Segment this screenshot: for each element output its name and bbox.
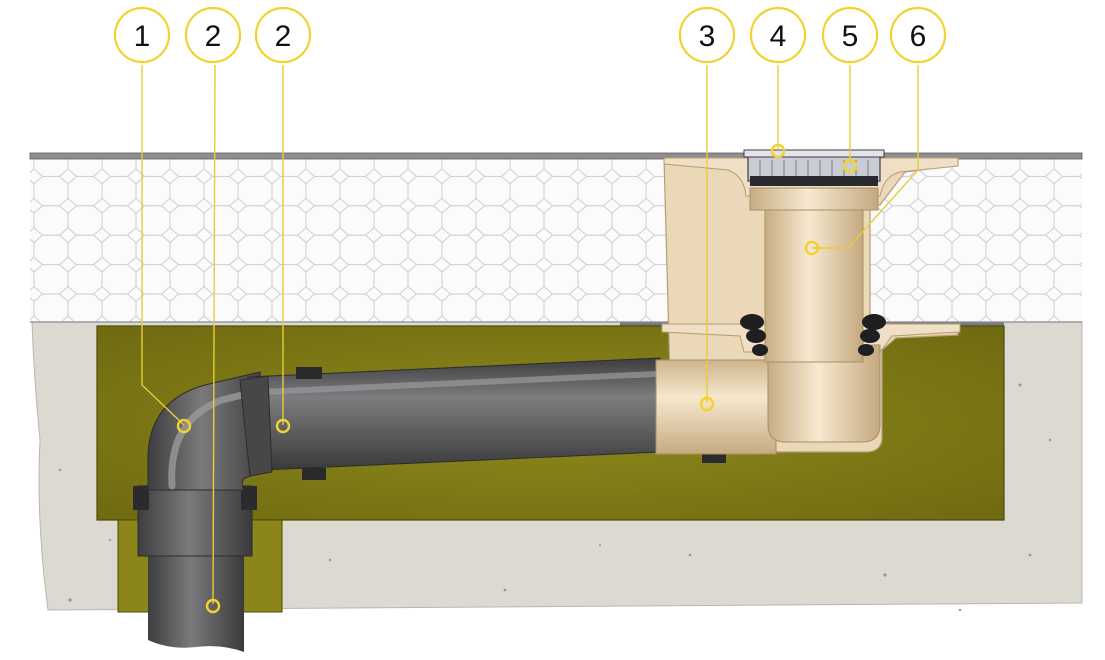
leader-line-1	[141, 65, 185, 426]
callout-label-2a: 2	[205, 20, 222, 53]
elbow-highlight	[168, 389, 254, 490]
target-dot-1	[176, 418, 192, 434]
vertical-socket	[137, 485, 253, 557]
socket-clip-top	[296, 367, 322, 379]
concrete-speckles	[58, 383, 1052, 612]
horizontal-pipe-highlight	[261, 371, 657, 395]
leader-line-6	[812, 65, 919, 249]
target-dots	[176, 143, 858, 614]
screed-hex-pattern	[30, 158, 1082, 322]
leader-lines	[141, 64, 919, 605]
target-dot-4	[770, 143, 786, 159]
riser-collar	[749, 187, 879, 211]
callout-2a: 2	[184, 6, 242, 64]
target-dot-2a	[205, 598, 221, 614]
callout-label-4: 4	[770, 20, 787, 53]
floor-covering	[29, 152, 1083, 160]
callout-3: 3	[678, 6, 736, 64]
grating	[743, 149, 885, 158]
socket-clip-bottom	[302, 468, 326, 480]
callout-4: 4	[749, 6, 807, 64]
target-dot-3	[699, 396, 715, 412]
vertical-pipe-end	[148, 640, 244, 660]
flange-seal-left	[740, 314, 768, 356]
callout-2b: 2	[254, 6, 312, 64]
vertical-socket-ring	[133, 486, 149, 510]
callout-label-2b: 2	[275, 20, 292, 53]
target-dot-6	[804, 240, 820, 256]
callout-label-3: 3	[699, 20, 716, 53]
extension-riser	[764, 201, 864, 363]
horizontal-socket	[239, 375, 273, 477]
callout-label-5: 5	[842, 20, 859, 53]
vertical-socket-ring-right	[241, 486, 257, 510]
socket-clip-bottom-right	[702, 452, 726, 463]
callout-6: 6	[889, 6, 947, 64]
drain-bowl	[767, 344, 881, 443]
leader-line-2a	[212, 64, 216, 605]
grating-frame-seal	[750, 176, 878, 186]
callout-5: 5	[821, 6, 879, 64]
target-dot-2b	[275, 418, 291, 434]
target-dot-5	[842, 158, 858, 174]
drain-outlet-spigot	[655, 359, 777, 455]
callout-label-6: 6	[910, 20, 927, 53]
callout-label-1: 1	[134, 20, 151, 53]
flange-seal-right	[858, 314, 886, 356]
pipe-elbow	[147, 371, 269, 491]
callout-1: 1	[113, 6, 171, 64]
